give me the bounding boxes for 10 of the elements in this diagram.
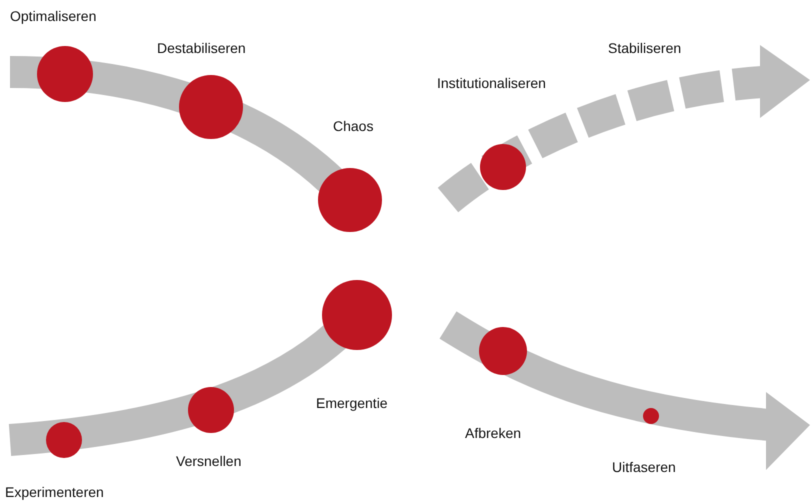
phase-label: Destabiliseren bbox=[157, 40, 246, 56]
phase-label: Versnellen bbox=[176, 453, 242, 469]
phase-label: Experimenteren bbox=[5, 484, 104, 500]
phase-label: Uitfaseren bbox=[612, 459, 676, 475]
phase-label: Afbreken bbox=[465, 425, 522, 441]
phase-label: Stabiliseren bbox=[608, 40, 682, 56]
phase-label: Institutionaliseren bbox=[437, 75, 546, 91]
phase-label: Chaos bbox=[333, 118, 374, 134]
phase-label: Emergentie bbox=[316, 395, 388, 411]
phase-label: Optimaliseren bbox=[10, 8, 96, 24]
